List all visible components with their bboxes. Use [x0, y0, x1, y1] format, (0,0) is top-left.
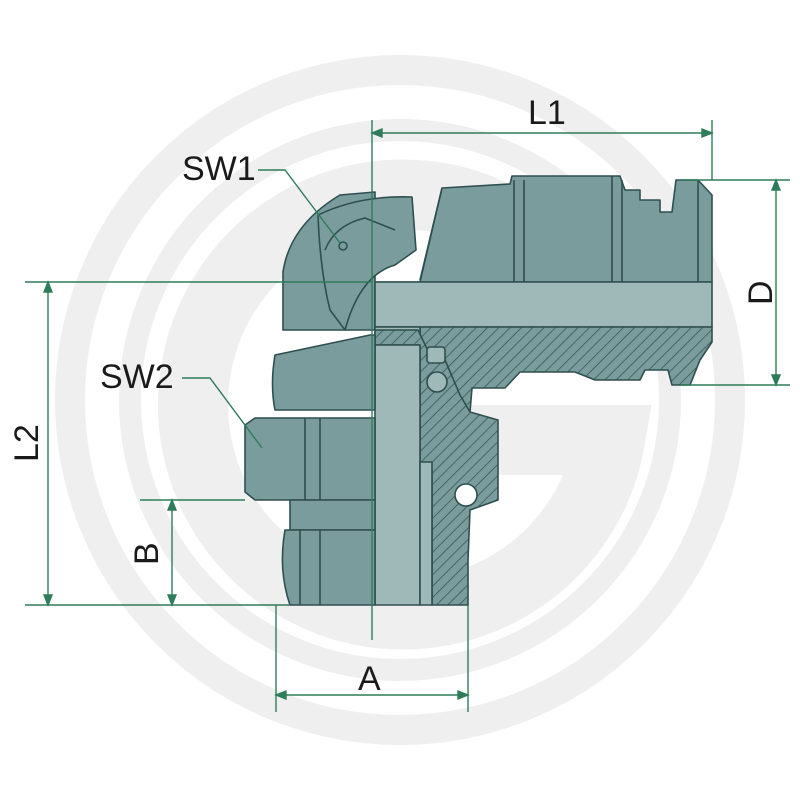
- label-b: B: [128, 542, 166, 565]
- fitting-part: [244, 175, 713, 606]
- ball-upper: [426, 371, 448, 393]
- swivel-ring: [271, 334, 376, 411]
- label-l2: L2: [8, 424, 46, 462]
- label-sw1: SW1: [182, 150, 256, 188]
- ball-lower: [454, 483, 478, 507]
- hex-nut-sw2: [244, 417, 376, 501]
- thread-section: [289, 499, 376, 531]
- stud-end: [281, 529, 376, 606]
- label-l1: L1: [528, 94, 566, 132]
- seal-square: [426, 346, 446, 364]
- label-a: A: [358, 660, 381, 698]
- sw1-marker: [338, 241, 348, 251]
- vertical-bore: [374, 344, 421, 606]
- dimension-labels: L1 SW1 SW2 A L2 B D: [8, 94, 780, 698]
- label-sw2: SW2: [100, 358, 174, 396]
- elbow-cap: [317, 196, 417, 331]
- watermark-logo: [55, 55, 745, 745]
- horizontal-bore: [374, 281, 713, 328]
- dimension-lines: [25, 120, 790, 712]
- label-d: D: [742, 280, 780, 305]
